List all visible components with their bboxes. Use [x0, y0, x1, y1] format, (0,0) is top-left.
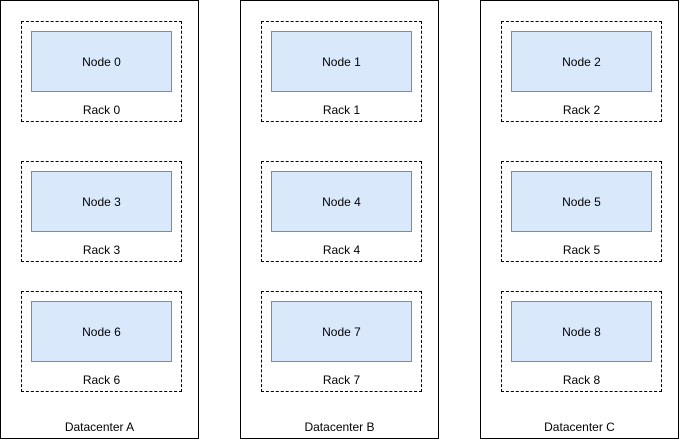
rack-label: Rack 0 [82, 103, 121, 117]
node-8[interactable]: Node 8 [511, 301, 652, 362]
node-0[interactable]: Node 0 [31, 31, 172, 92]
rack-label: Rack 2 [562, 103, 601, 117]
datacenter-label: Datacenter C [544, 420, 615, 434]
node-4[interactable]: Node 4 [271, 171, 412, 232]
rack-0: Node 0 Rack 0 [21, 21, 182, 122]
rack-label: Rack 4 [322, 243, 361, 257]
rack-7: Node 7 Rack 7 [261, 291, 422, 392]
rack-label: Rack 1 [322, 103, 361, 117]
rack-label: Rack 5 [562, 243, 601, 257]
rack-6: Node 6 Rack 6 [21, 291, 182, 392]
datacenter-c: Node 2 Rack 2 Node 5 Rack 5 Node 8 Rack … [480, 0, 679, 439]
datacenter-label: Datacenter B [304, 420, 375, 434]
datacenter-label: Datacenter A [64, 420, 135, 434]
datacenter-a: Node 0 Rack 0 Node 3 Rack 3 Node 6 Rack … [0, 0, 199, 439]
rack-label: Rack 8 [562, 373, 601, 387]
rack-label: Rack 3 [82, 243, 121, 257]
rack-5: Node 5 Rack 5 [501, 161, 662, 262]
rack-8: Node 8 Rack 8 [501, 291, 662, 392]
node-5[interactable]: Node 5 [511, 171, 652, 232]
node-1[interactable]: Node 1 [271, 31, 412, 92]
rack-3: Node 3 Rack 3 [21, 161, 182, 262]
rack-label: Rack 6 [82, 373, 121, 387]
rack-label: Rack 7 [322, 373, 361, 387]
rack-4: Node 4 Rack 4 [261, 161, 422, 262]
node-2[interactable]: Node 2 [511, 31, 652, 92]
datacenter-b: Node 1 Rack 1 Node 4 Rack 4 Node 7 Rack … [240, 0, 439, 439]
node-7[interactable]: Node 7 [271, 301, 412, 362]
rack-2: Node 2 Rack 2 [501, 21, 662, 122]
node-6[interactable]: Node 6 [31, 301, 172, 362]
rack-1: Node 1 Rack 1 [261, 21, 422, 122]
node-3[interactable]: Node 3 [31, 171, 172, 232]
